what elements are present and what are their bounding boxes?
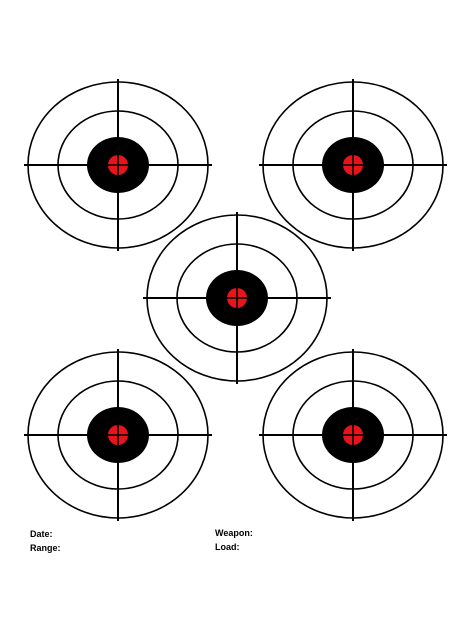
target-bottom-right [259, 349, 447, 521]
target-top-right [259, 79, 447, 251]
weapon-label: Weapon: [215, 528, 253, 538]
date-label: Date: [30, 529, 53, 539]
target-bottom-left [24, 349, 212, 521]
range-label: Range: [30, 543, 61, 553]
target-top-left [24, 79, 212, 251]
target-center [143, 212, 331, 384]
load-label: Load: [215, 542, 240, 552]
